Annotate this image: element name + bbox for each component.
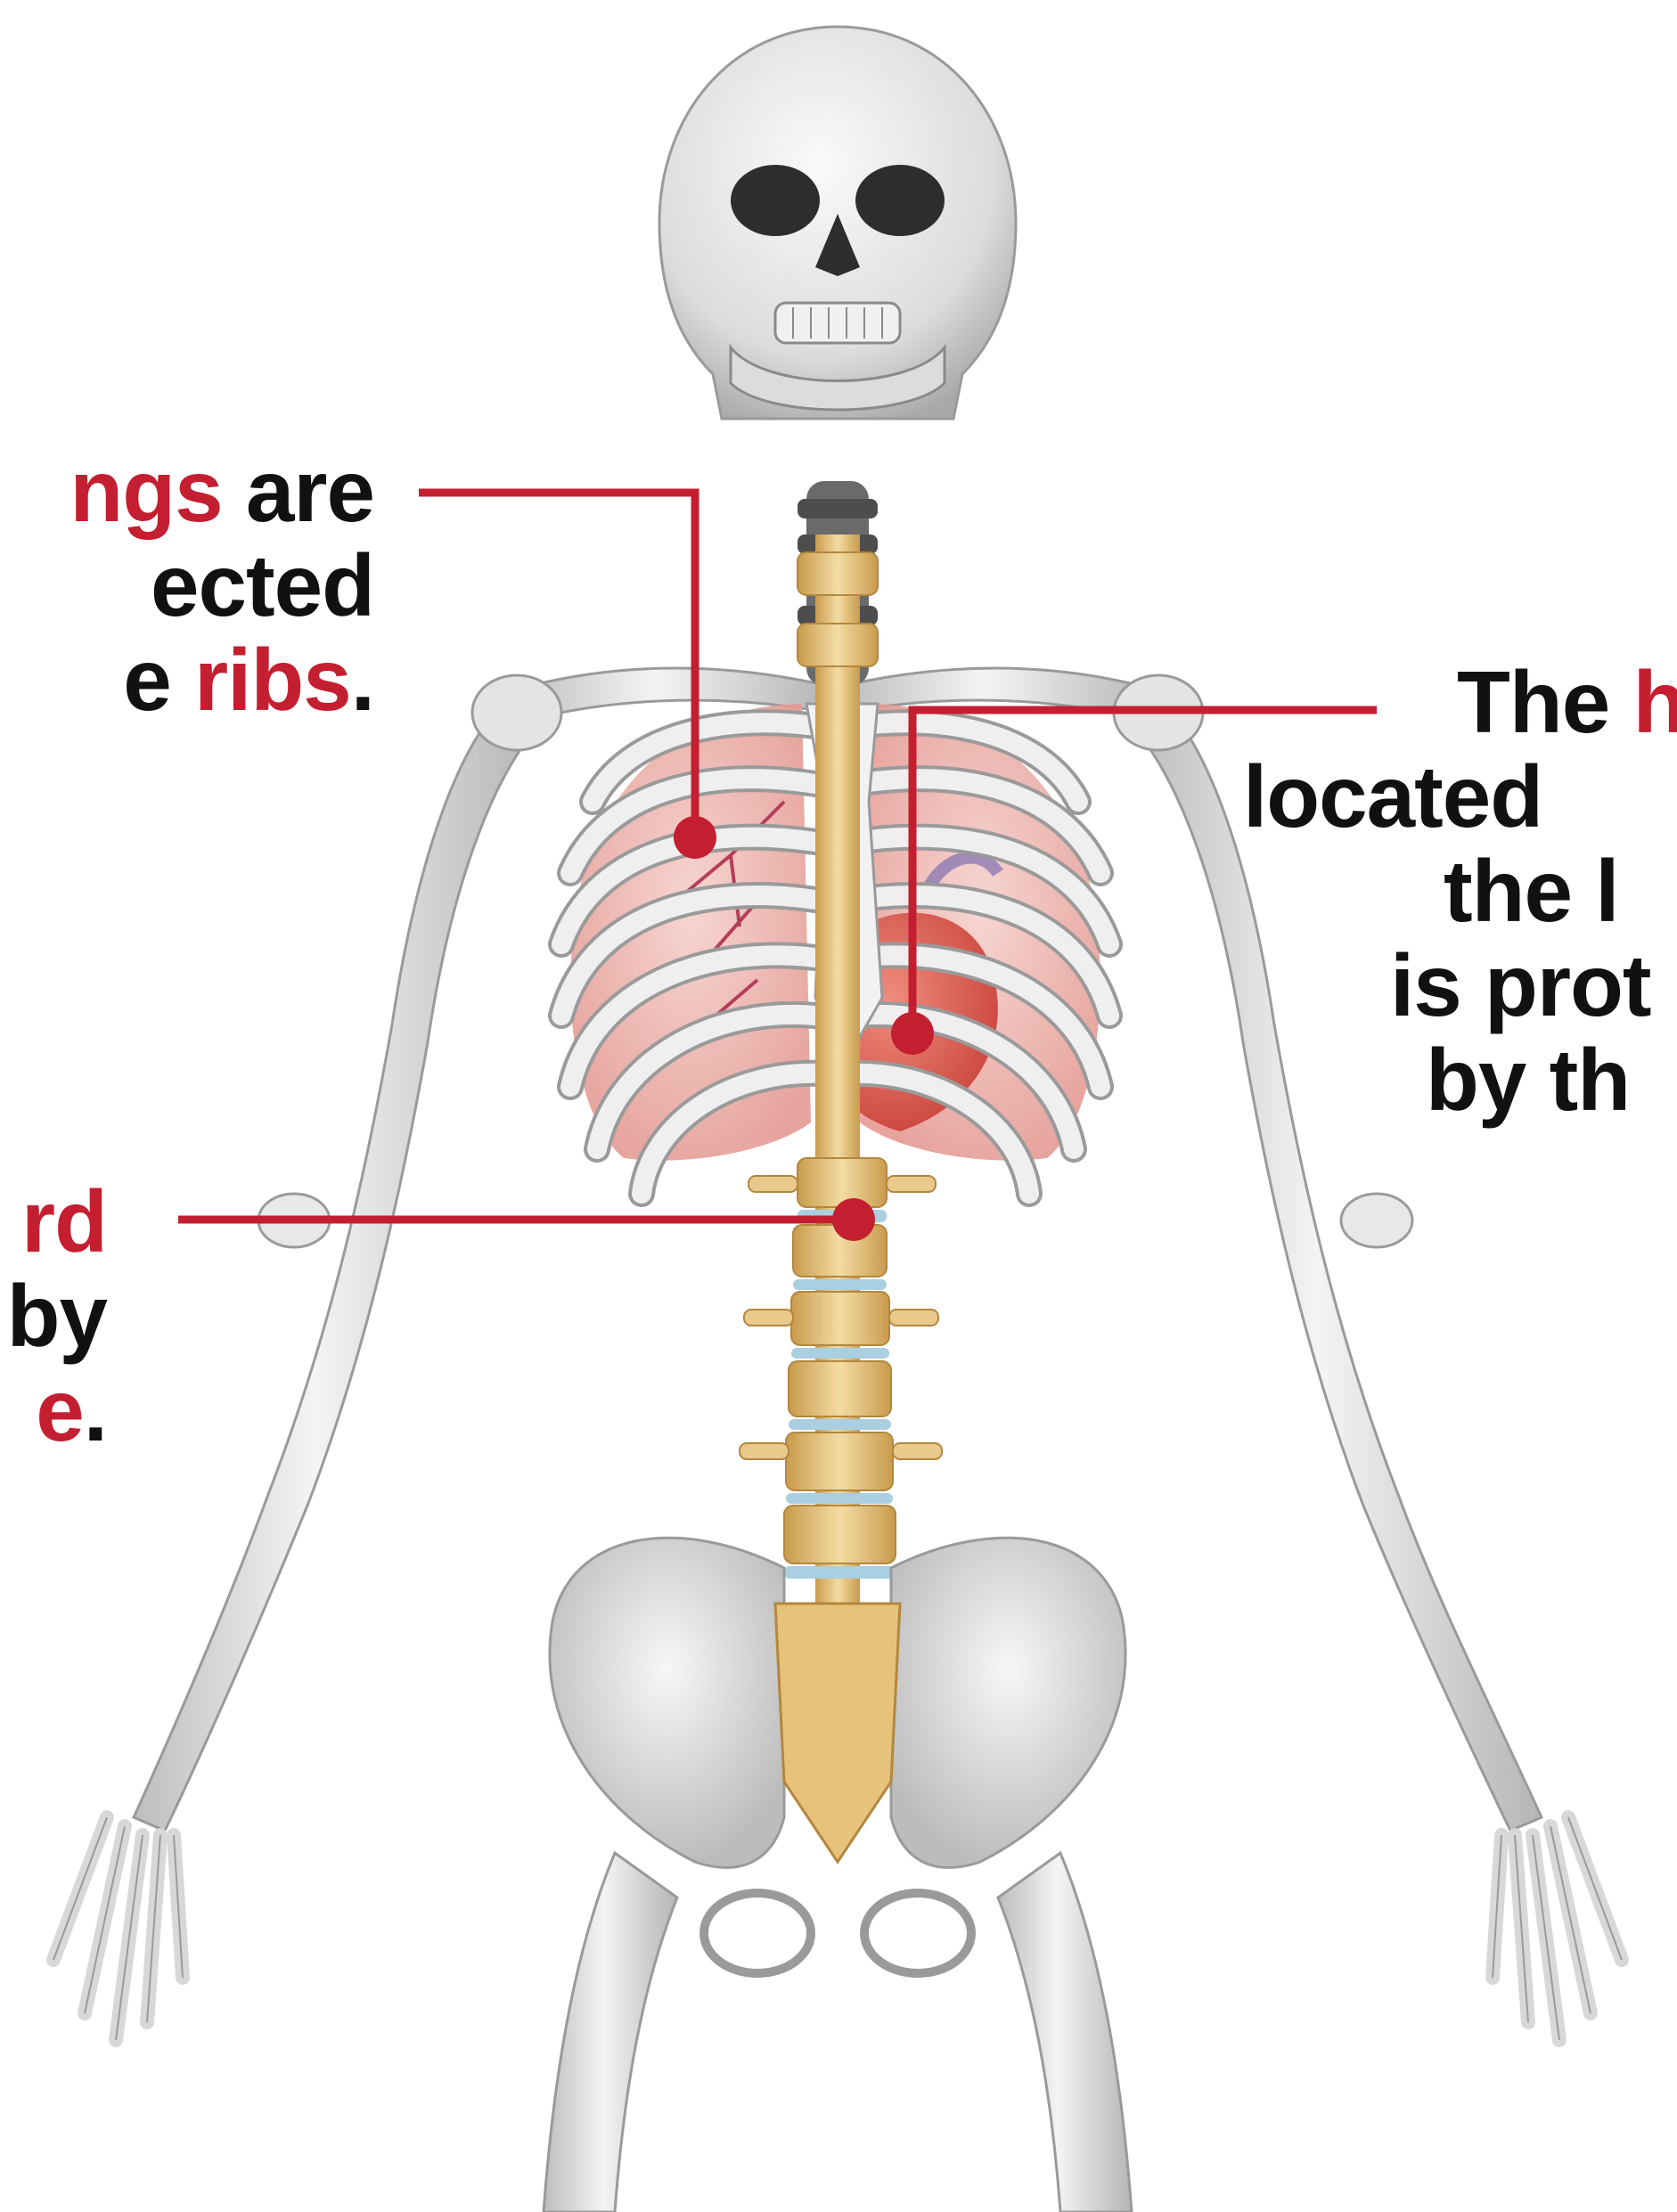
label-lungs-line1: ngs are	[0, 444, 374, 538]
spinal-cord-keyword: rd	[21, 1172, 107, 1270]
spinal-line3-post: .	[84, 1361, 107, 1459]
heart-line1-pre: The	[1457, 653, 1632, 751]
label-heart: The h located the l is prot by th	[1243, 655, 1677, 1127]
label-heart-line4: is prot	[1243, 938, 1677, 1033]
label-heart-line1: The h	[1243, 655, 1677, 749]
left-arm	[53, 704, 535, 2040]
ribs-keyword: ribs	[194, 631, 351, 729]
label-spinal-line3: e.	[0, 1363, 107, 1457]
lungs-line1-rest: are	[223, 442, 374, 540]
label-spinal-line2: by	[0, 1269, 107, 1363]
pelvis	[544, 1538, 1132, 2212]
label-spinal-cord: rd by e.	[0, 1174, 107, 1457]
label-lungs: ngs are ected e ribs.	[0, 444, 374, 727]
skull	[659, 27, 1016, 419]
label-lungs-line3: e ribs.	[0, 633, 374, 727]
label-heart-line2: located	[1243, 749, 1677, 844]
label-lungs-line2: ected	[0, 538, 374, 633]
lungs-line3-pre: e	[123, 631, 194, 729]
heart-keyword: h	[1632, 653, 1677, 751]
label-heart-line5: by th	[1243, 1033, 1677, 1127]
lungs-keyword: ngs	[70, 442, 222, 540]
lungs-line3-post: .	[351, 631, 374, 729]
label-spinal-line1: rd	[0, 1174, 107, 1269]
spine-keyword: e	[36, 1361, 84, 1459]
label-heart-line3: the l	[1243, 844, 1677, 938]
